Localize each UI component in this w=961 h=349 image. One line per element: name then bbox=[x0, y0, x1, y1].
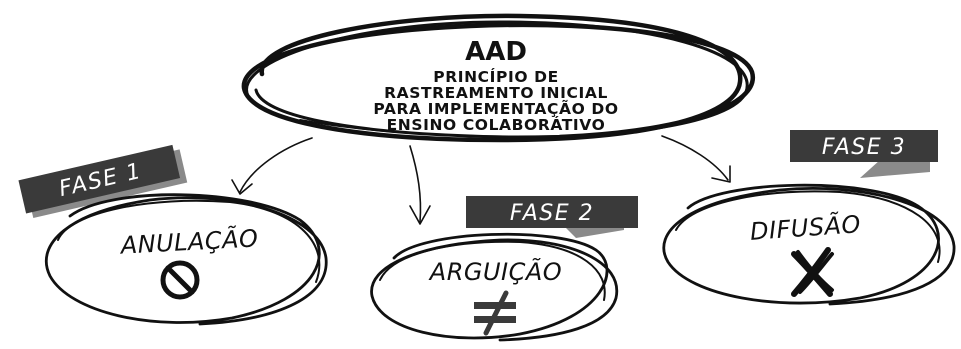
fase-2-label: FASE 2 bbox=[510, 201, 594, 226]
diagram-title: AAD bbox=[465, 37, 527, 67]
arrow-to-fase-2 bbox=[409, 145, 431, 225]
fase-2-ellipse bbox=[370, 232, 619, 342]
fase-1-name: ANULAÇÃO bbox=[118, 222, 259, 259]
fase-3-name: DIFUSÃO bbox=[749, 208, 862, 246]
fase-3-label: FASE 3 bbox=[822, 135, 906, 160]
fase-2-group: FASE 2 ARGUIÇÃO bbox=[370, 196, 638, 342]
title-ellipse bbox=[241, 13, 756, 143]
subtitle-line-2: RASTREAMENTO INICIAL bbox=[384, 84, 608, 102]
subtitle-line-3: PARA IMPLEMENTAÇÃO DO bbox=[373, 99, 618, 118]
fase-3-ellipse bbox=[662, 183, 956, 306]
fase-2-name: ARGUIÇÃO bbox=[428, 256, 562, 286]
not-equal-icon bbox=[474, 290, 516, 336]
subtitle-line-4: ENSINO COLABORÁTIVO bbox=[387, 115, 606, 134]
fase-1-ellipse bbox=[44, 193, 328, 326]
fase-1-banner bbox=[18, 144, 188, 219]
fase-1-group: FASE 1 ANULAÇÃO bbox=[18, 144, 328, 326]
prohibition-icon bbox=[160, 260, 200, 300]
fase-3-group: FASE 3 DIFUSÃO bbox=[662, 130, 956, 306]
arrow-to-fase-1 bbox=[231, 137, 313, 195]
fase-2-banner bbox=[466, 196, 638, 238]
arrow-to-fase-3 bbox=[661, 135, 731, 183]
subtitle-line-1: PRINCÍPIO DE bbox=[433, 67, 559, 86]
cross-icon bbox=[791, 247, 834, 297]
fase-3-banner bbox=[790, 130, 938, 178]
